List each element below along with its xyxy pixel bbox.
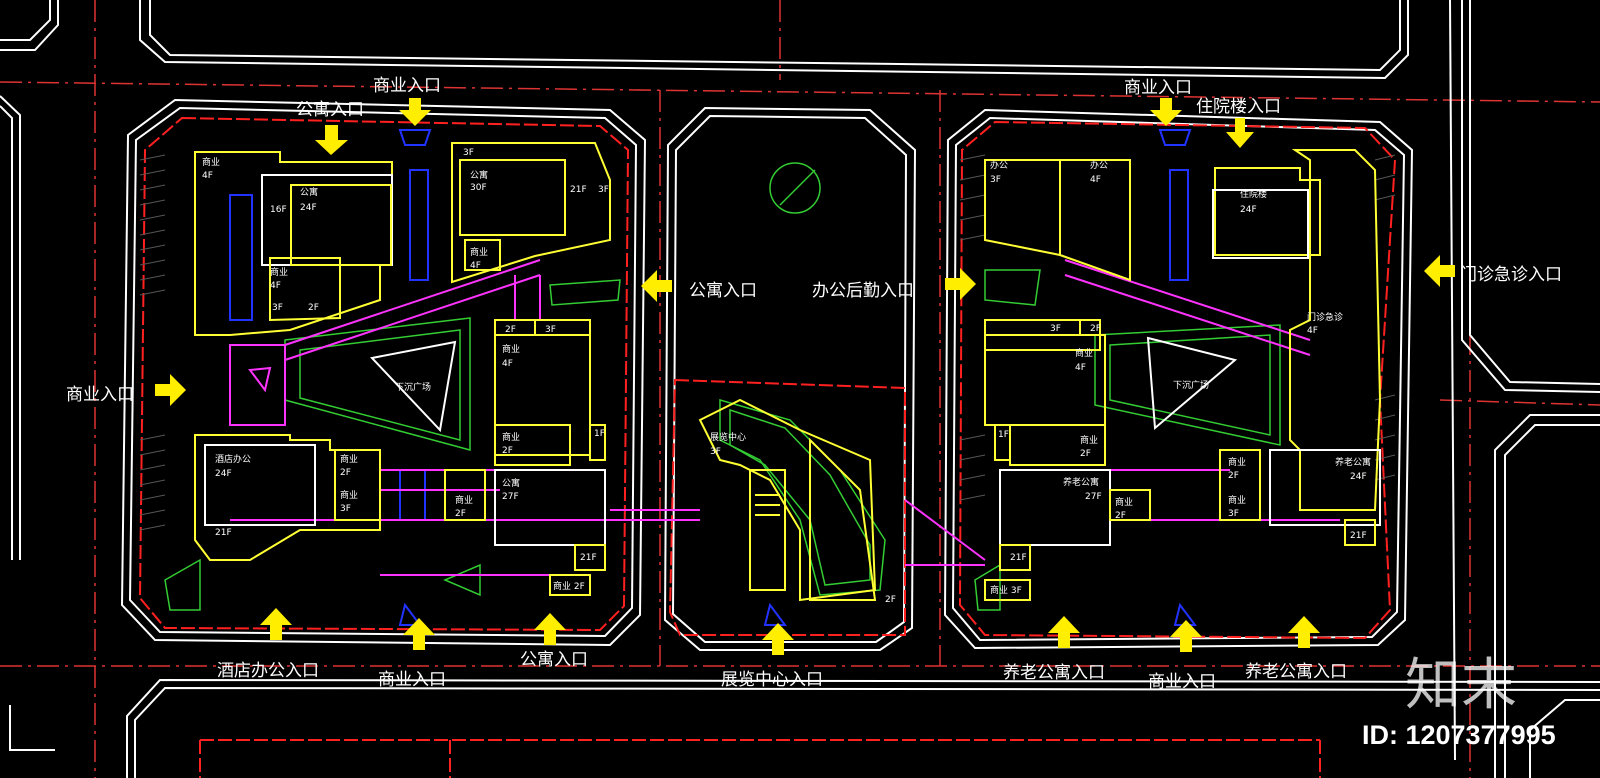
label-clinic-emergency-entrance: 门诊急诊入口 xyxy=(1460,265,1562,285)
svg-text:21F: 21F xyxy=(1010,553,1027,563)
label-r5: 商业 xyxy=(1228,494,1246,506)
watermark-id: ID: 1207377995 xyxy=(1362,720,1556,750)
label-plaza-left: 下沉广场 xyxy=(395,381,431,393)
label-b4: 商业 xyxy=(470,246,488,258)
label-hotel: 酒店办公 xyxy=(215,453,251,465)
parking-hatch xyxy=(139,154,1396,531)
property-lines xyxy=(138,116,1397,778)
svg-text:2F: 2F xyxy=(1080,449,1091,459)
svg-text:27F: 27F xyxy=(1085,492,1102,502)
svg-text:3F: 3F xyxy=(1050,324,1061,334)
walkways xyxy=(229,259,1340,576)
label-o2: 办公 xyxy=(1090,159,1108,171)
svg-text:4F: 4F xyxy=(1090,175,1101,185)
label-elder24: 养老公寓 xyxy=(1335,456,1371,468)
label-plaza-right: 下沉广场 xyxy=(1173,379,1209,391)
svg-text:27F: 27F xyxy=(502,492,519,502)
label-commercial-entrance-left: 商业入口 xyxy=(66,385,134,405)
entrance-arrows xyxy=(155,98,1455,655)
label-r3: 商业 xyxy=(1115,496,1133,508)
watermark-logo: 知末 xyxy=(1405,653,1517,716)
label-b7: 商业 xyxy=(502,431,520,443)
label-r6: 商业 3F xyxy=(990,584,1022,596)
label-b12: 商业 2F xyxy=(553,580,585,592)
svg-text:2F: 2F xyxy=(885,595,896,605)
label-b3: 公寓 xyxy=(470,169,488,181)
svg-text:24F: 24F xyxy=(300,203,317,213)
label-inpatient-entrance: 住院楼入口 xyxy=(1196,97,1281,117)
label-b8: 商业 xyxy=(340,453,358,465)
label-apartment-entrance-mid: 公寓入口 xyxy=(689,281,757,301)
label-clinic: 门诊急诊 xyxy=(1307,311,1343,323)
svg-text:4F: 4F xyxy=(470,261,481,271)
svg-text:2F: 2F xyxy=(505,325,516,335)
svg-text:2F: 2F xyxy=(308,303,319,313)
svg-text:21F: 21F xyxy=(580,553,597,563)
label-elder27: 养老公寓 xyxy=(1063,476,1099,488)
label-inpatient: 住院楼 xyxy=(1240,188,1267,200)
svg-text:3F: 3F xyxy=(710,447,721,457)
building-labels: 商业 4F 公寓 24F 16F 3F 公寓 30F 21F 3F 商业 4F … xyxy=(202,148,1371,605)
svg-text:3F: 3F xyxy=(272,303,283,313)
label-commercial-entrance-top-left: 商业入口 xyxy=(373,76,441,96)
svg-text:4F: 4F xyxy=(202,171,213,181)
svg-text:16F: 16F xyxy=(270,205,287,215)
svg-text:2F: 2F xyxy=(1228,471,1239,481)
svg-text:2F: 2F xyxy=(1115,511,1126,521)
svg-text:3F: 3F xyxy=(463,148,474,158)
label-r1: 商业 xyxy=(1075,347,1093,359)
svg-text:2F: 2F xyxy=(455,509,466,519)
label-r2: 商业 xyxy=(1080,434,1098,446)
label-exhibition: 展览中心 xyxy=(710,431,746,443)
svg-text:3F: 3F xyxy=(545,325,556,335)
parking-strips xyxy=(229,129,1197,626)
svg-text:21F: 21F xyxy=(570,185,587,195)
svg-text:1F: 1F xyxy=(998,430,1009,440)
svg-text:3F: 3F xyxy=(1228,509,1239,519)
svg-text:3F: 3F xyxy=(340,504,351,514)
svg-text:21F: 21F xyxy=(1350,531,1367,541)
label-b5: 商业 xyxy=(270,266,288,278)
label-apartment-entrance-top-left: 公寓入口 xyxy=(296,100,364,120)
sunken-plazas xyxy=(370,336,1238,433)
landscape xyxy=(164,162,1281,611)
svg-text:4F: 4F xyxy=(270,281,281,291)
label-elderly-apartment-entrance-1: 养老公寓入口 xyxy=(1003,663,1105,683)
svg-text:2F: 2F xyxy=(502,446,513,456)
svg-text:4F: 4F xyxy=(1307,326,1318,336)
svg-text:1F: 1F xyxy=(594,429,605,439)
svg-text:24F: 24F xyxy=(215,469,232,479)
label-commercial-entrance-bottom-left: 商业入口 xyxy=(378,670,446,690)
svg-text:4F: 4F xyxy=(1075,363,1086,373)
svg-text:30F: 30F xyxy=(470,183,487,193)
label-apartment-entrance-bottom: 公寓入口 xyxy=(520,650,588,670)
svg-text:24F: 24F xyxy=(1240,205,1257,215)
label-elderly-apartment-entrance-2: 养老公寓入口 xyxy=(1245,662,1347,682)
label-apt27: 公寓 xyxy=(502,477,520,489)
label-hotel-office-entrance: 酒店办公入口 xyxy=(217,661,319,681)
label-o1: 办公 xyxy=(990,159,1008,171)
buildings xyxy=(194,142,1382,602)
label-b10: 商业 xyxy=(455,494,473,506)
svg-text:2F: 2F xyxy=(340,468,351,478)
svg-text:3F: 3F xyxy=(598,185,609,195)
label-exhibition-entrance: 展览中心入口 xyxy=(721,670,823,690)
label-office-logistics-entrance: 办公后勤入口 xyxy=(812,281,914,301)
label-b9: 商业 xyxy=(340,489,358,501)
label-commercial-entrance-top-right: 商业入口 xyxy=(1124,78,1192,98)
svg-text:2F: 2F xyxy=(1090,324,1101,334)
label-r4: 商业 xyxy=(1228,456,1246,468)
label-commercial-entrance-bottom-right: 商业入口 xyxy=(1148,672,1216,692)
svg-text:3F: 3F xyxy=(990,175,1001,185)
label-b2: 公寓 xyxy=(300,186,318,198)
svg-text:21F: 21F xyxy=(215,528,232,538)
label-b1: 商业 xyxy=(202,156,220,168)
label-b6: 商业 xyxy=(502,343,520,355)
svg-text:4F: 4F xyxy=(502,359,513,369)
svg-text:24F: 24F xyxy=(1350,472,1367,482)
